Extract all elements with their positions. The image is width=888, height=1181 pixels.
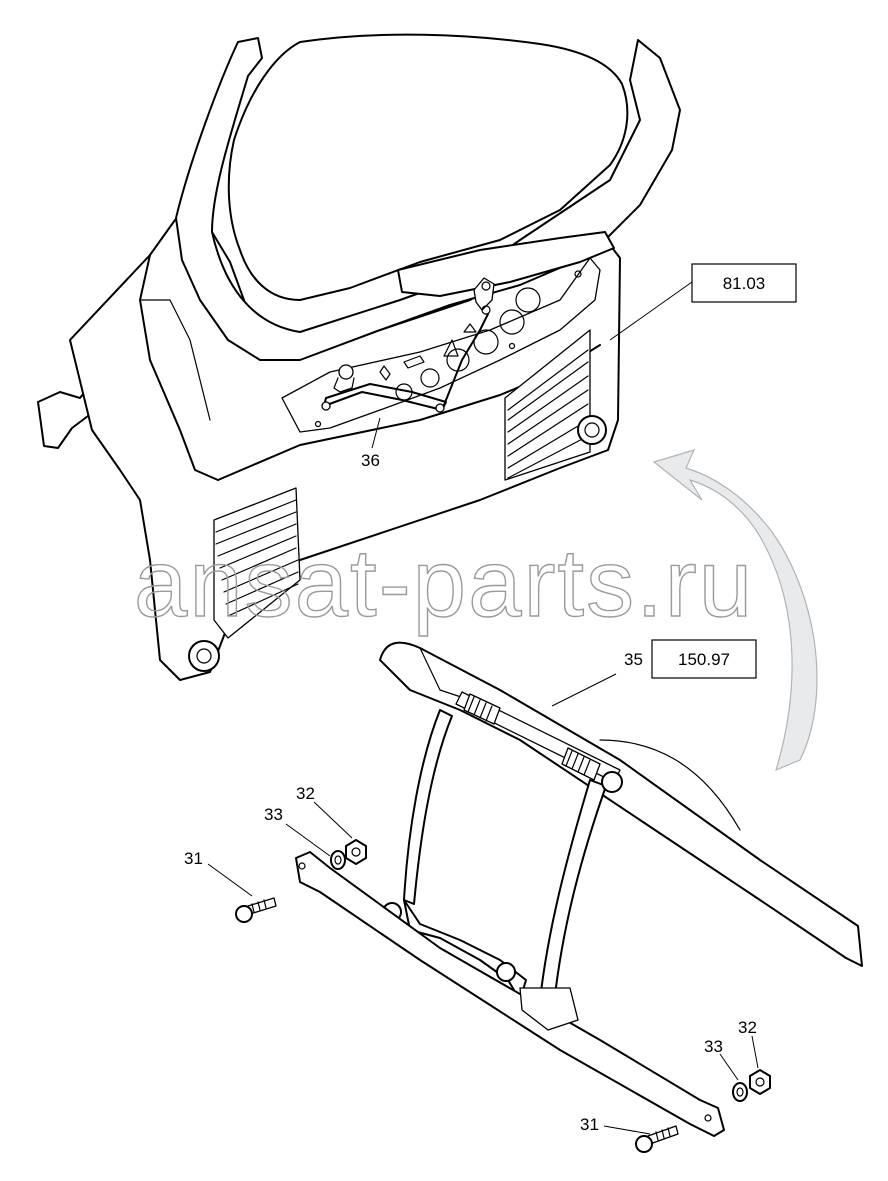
callout-33-top: 33: [264, 805, 283, 824]
callout-36: 36: [361, 451, 380, 470]
nut-32-top: [345, 839, 367, 865]
hood-assembly: [37, 33, 681, 681]
vent-right: [504, 329, 591, 481]
washer-33-top: [330, 850, 346, 870]
spring-upper: [463, 693, 501, 725]
callout-31-top: 31: [184, 849, 203, 868]
callout-31-bottom: 31: [580, 1115, 599, 1134]
callout-32-top: 32: [296, 784, 315, 803]
callout-32-bottom: 32: [738, 1018, 757, 1037]
nut-32-bottom: [749, 1069, 771, 1095]
reference-label: 150.97: [678, 650, 730, 669]
reference-label: 81.03: [723, 274, 766, 293]
washer-33-bottom: [732, 1082, 748, 1102]
vent-left: [213, 487, 301, 639]
callout-35: 35: [624, 650, 643, 669]
callout-33-bottom: 33: [704, 1037, 723, 1056]
spring-lower: [561, 747, 601, 781]
bolt-31-bottom: [635, 1125, 679, 1153]
hinge-assembly-35: [295, 641, 863, 1137]
reference-box-150-97[interactable]: 150.97: [651, 639, 757, 679]
rotation-arrow: [652, 449, 818, 772]
bolt-31-top: [235, 897, 277, 923]
watermark-text: ansat-parts.ru: [134, 530, 754, 637]
reference-box-81-03[interactable]: 81.03: [691, 263, 797, 303]
